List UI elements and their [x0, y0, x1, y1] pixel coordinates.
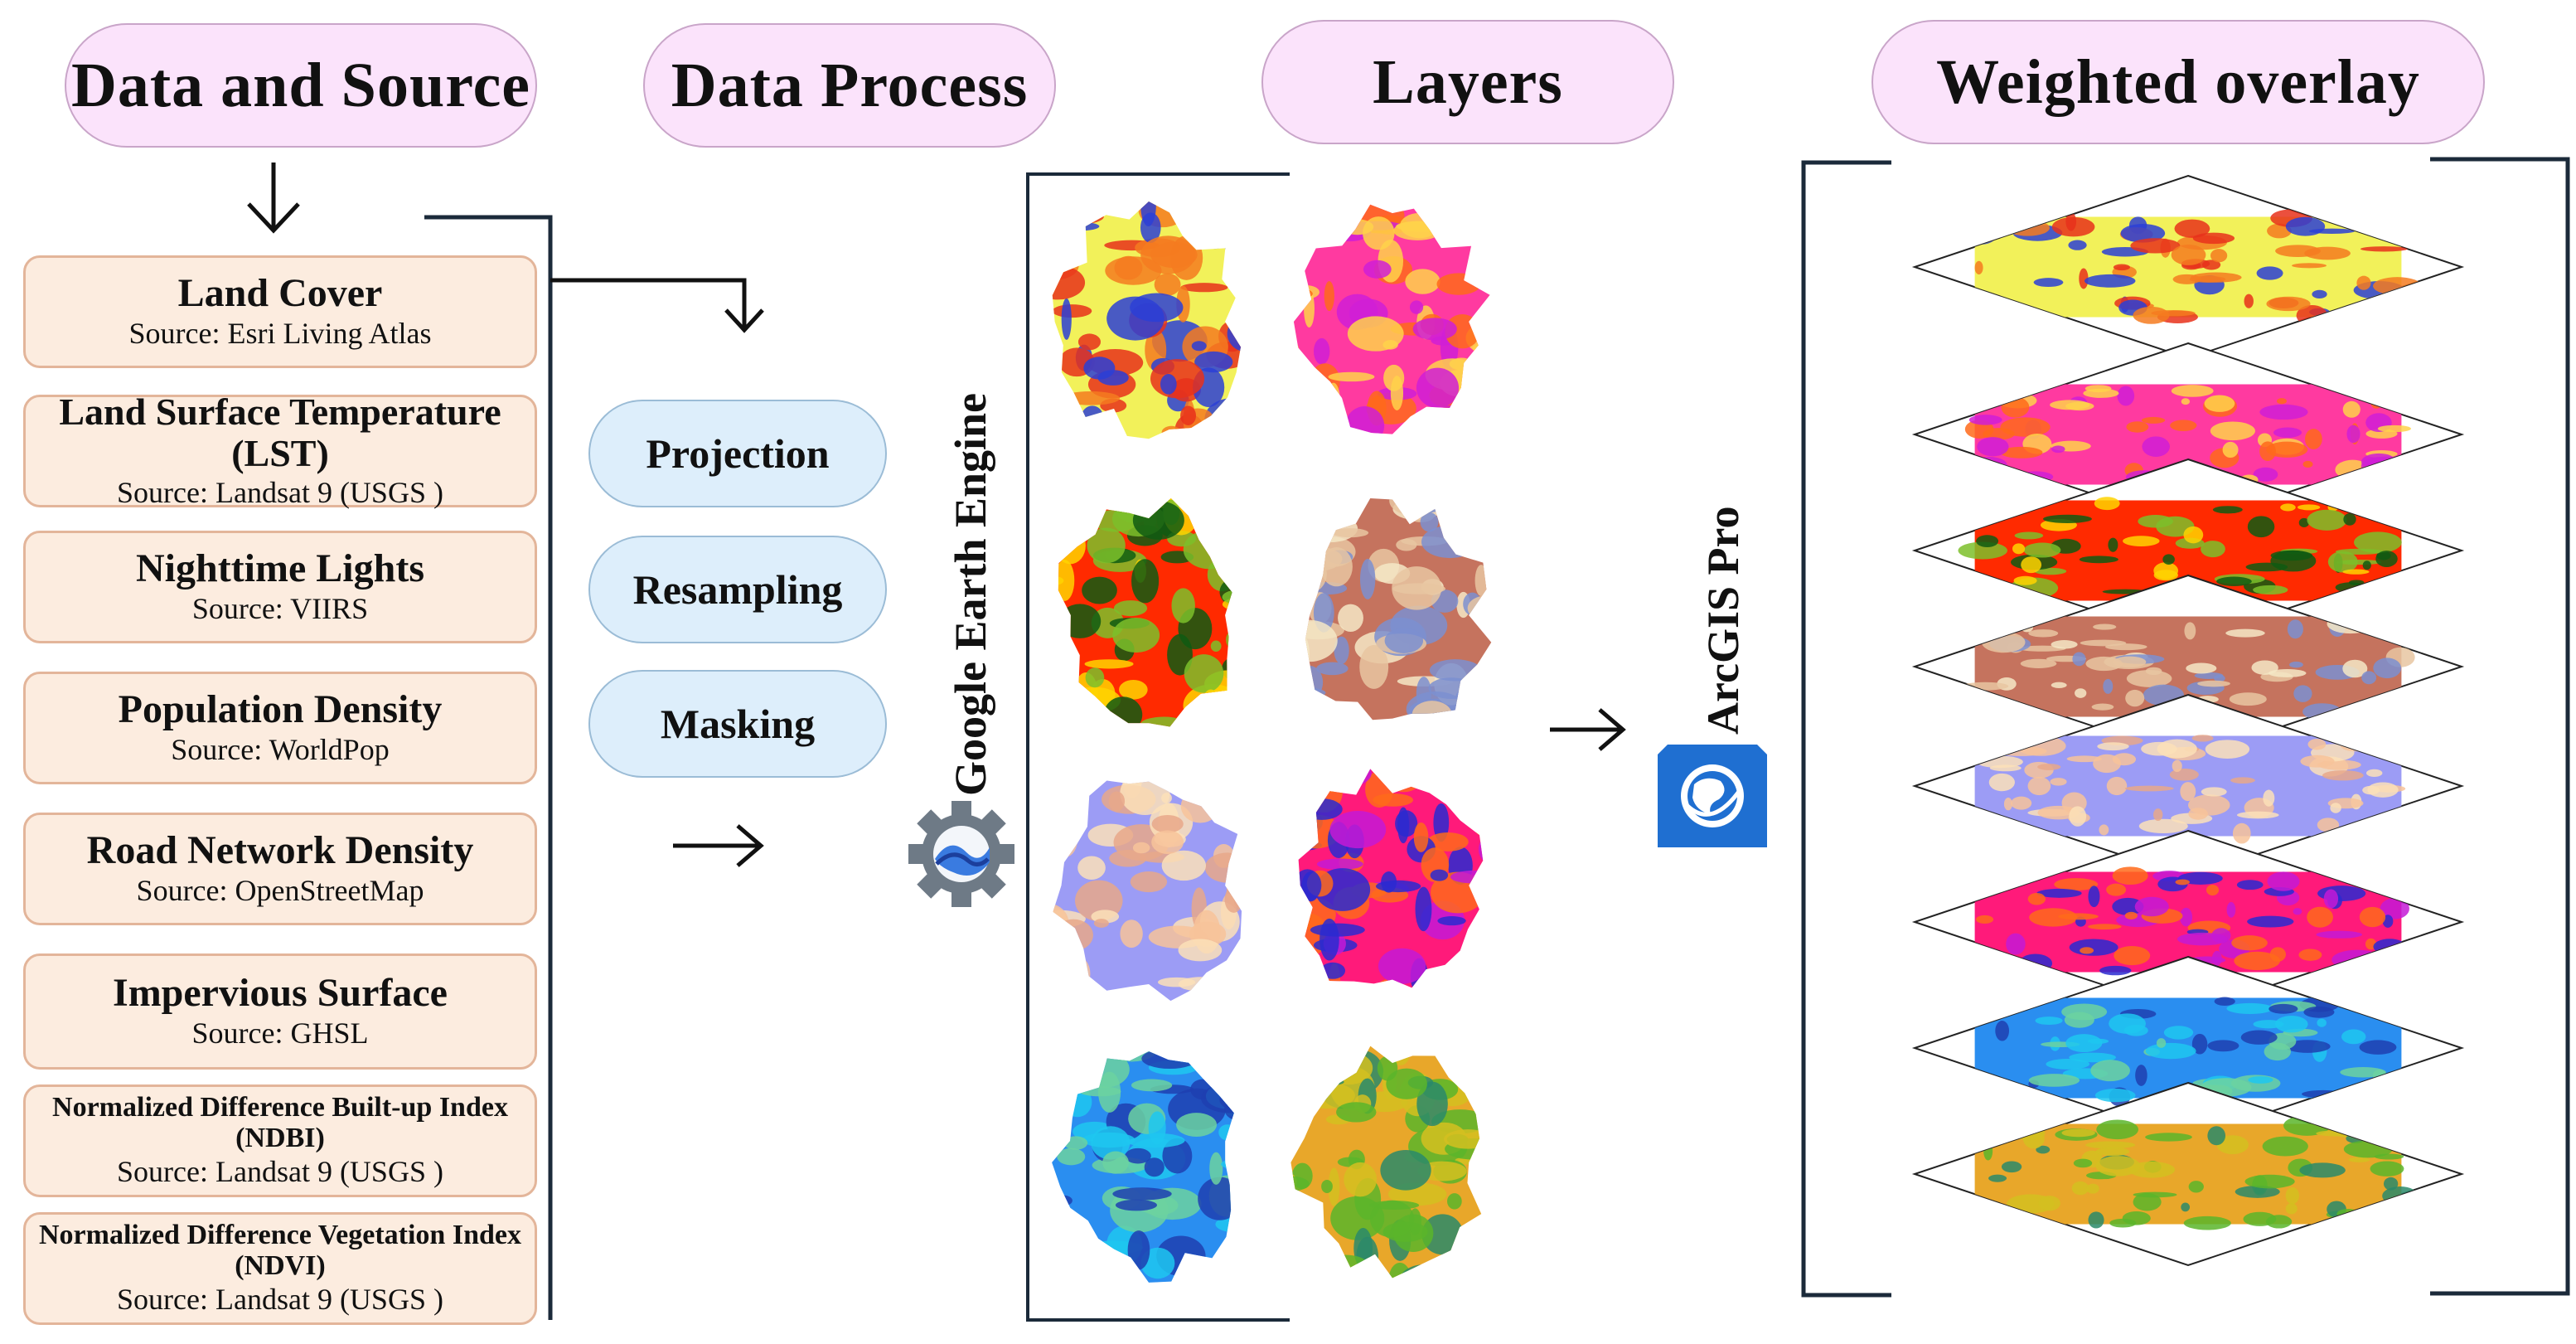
source-box-road-network-density: Road Network Density Source: OpenStreetM…	[23, 813, 537, 925]
source-title: Normalized Difference Built-up Index (ND…	[52, 1092, 508, 1154]
source-label: Source: GHSL	[191, 1016, 369, 1050]
overlay-layer-4	[1911, 574, 2465, 759]
overlay-bracket-left	[1801, 160, 1891, 1298]
layer-map-7	[1052, 1050, 1234, 1283]
source-box-land-cover: Land Cover Source: Esri Living Atlas	[23, 255, 537, 368]
source-label: Source: Esri Living Atlas	[128, 316, 432, 350]
overlay-layer-1	[1911, 174, 2465, 360]
overlay-layer-8	[1911, 1081, 2465, 1267]
overlay-layer-5	[1911, 693, 2465, 879]
source-label: Source: Landsat 9 (USGS )	[117, 1154, 443, 1188]
layer-maps	[1052, 201, 1492, 1283]
layer-map-5	[1053, 780, 1242, 1002]
source-box-population-density: Population Density Source: WorldPop	[23, 672, 537, 784]
layer-map-4	[1305, 498, 1492, 721]
process-step-resampling: Resampling	[588, 536, 887, 643]
process-step-masking: Masking	[588, 670, 887, 778]
source-box-ndbi: Normalized Difference Built-up Index (ND…	[23, 1084, 537, 1197]
source-title: Land Surface Temperature (LST)	[59, 390, 501, 475]
header-weighted-overlay: Weighted overlay	[1871, 20, 2485, 144]
layer-map-3	[1058, 497, 1232, 727]
source-label: Source: WorldPop	[171, 732, 390, 766]
overlay-layer-6	[1911, 829, 2465, 1015]
layer-map-1	[1052, 201, 1241, 439]
source-title: Road Network Density	[86, 828, 474, 872]
overlay-layer-7	[1911, 955, 2465, 1141]
header-layers: Layers	[1261, 20, 1674, 144]
source-title: Impervious Surface	[113, 971, 448, 1015]
overlay-bracket-right	[2430, 157, 2570, 1296]
right-arrow-icon	[1550, 708, 1626, 751]
source-box-nighttime-lights: Nighttime Lights Source: VIIRS	[23, 531, 537, 643]
source-title: Nighttime Lights	[136, 546, 424, 590]
source-label: Source: Landsat 9 (USGS )	[117, 476, 443, 509]
process-step-projection: Projection	[588, 400, 887, 507]
header-data-process: Data Process	[643, 23, 1056, 148]
source-label: Source: OpenStreetMap	[136, 873, 424, 907]
source-label: Source: VIIRS	[191, 591, 369, 625]
source-title: Land Cover	[177, 271, 383, 315]
source-box-lst: Land Surface Temperature (LST) Source: L…	[23, 391, 537, 509]
layer-map-8	[1290, 1046, 1482, 1278]
down-arrow-icon	[247, 163, 300, 234]
gee-gear-icon	[908, 801, 1014, 907]
source-label: Source: Landsat 9 (USGS )	[117, 1282, 443, 1316]
arcgis-globe-icon	[1658, 745, 1767, 847]
header-data-and-source: Data and Source	[65, 23, 537, 148]
right-arrow-icon	[673, 824, 764, 867]
layer-map-6	[1298, 769, 1484, 988]
source-box-ndvi: Normalized Difference Vegetation Index (…	[23, 1212, 537, 1325]
source-title: Population Density	[118, 687, 443, 731]
layer-map-2	[1293, 204, 1490, 434]
process-connector-arrow-icon	[550, 278, 764, 333]
source-box-impervious-surface: Impervious Surface Source: GHSL	[23, 953, 537, 1070]
sources-bracket	[424, 215, 553, 1320]
overlay-stack	[1911, 174, 2465, 1267]
source-title: Normalized Difference Vegetation Index (…	[39, 1220, 521, 1282]
overlay-layer-2	[1911, 342, 2465, 527]
layers-bracket	[1026, 172, 1290, 1322]
